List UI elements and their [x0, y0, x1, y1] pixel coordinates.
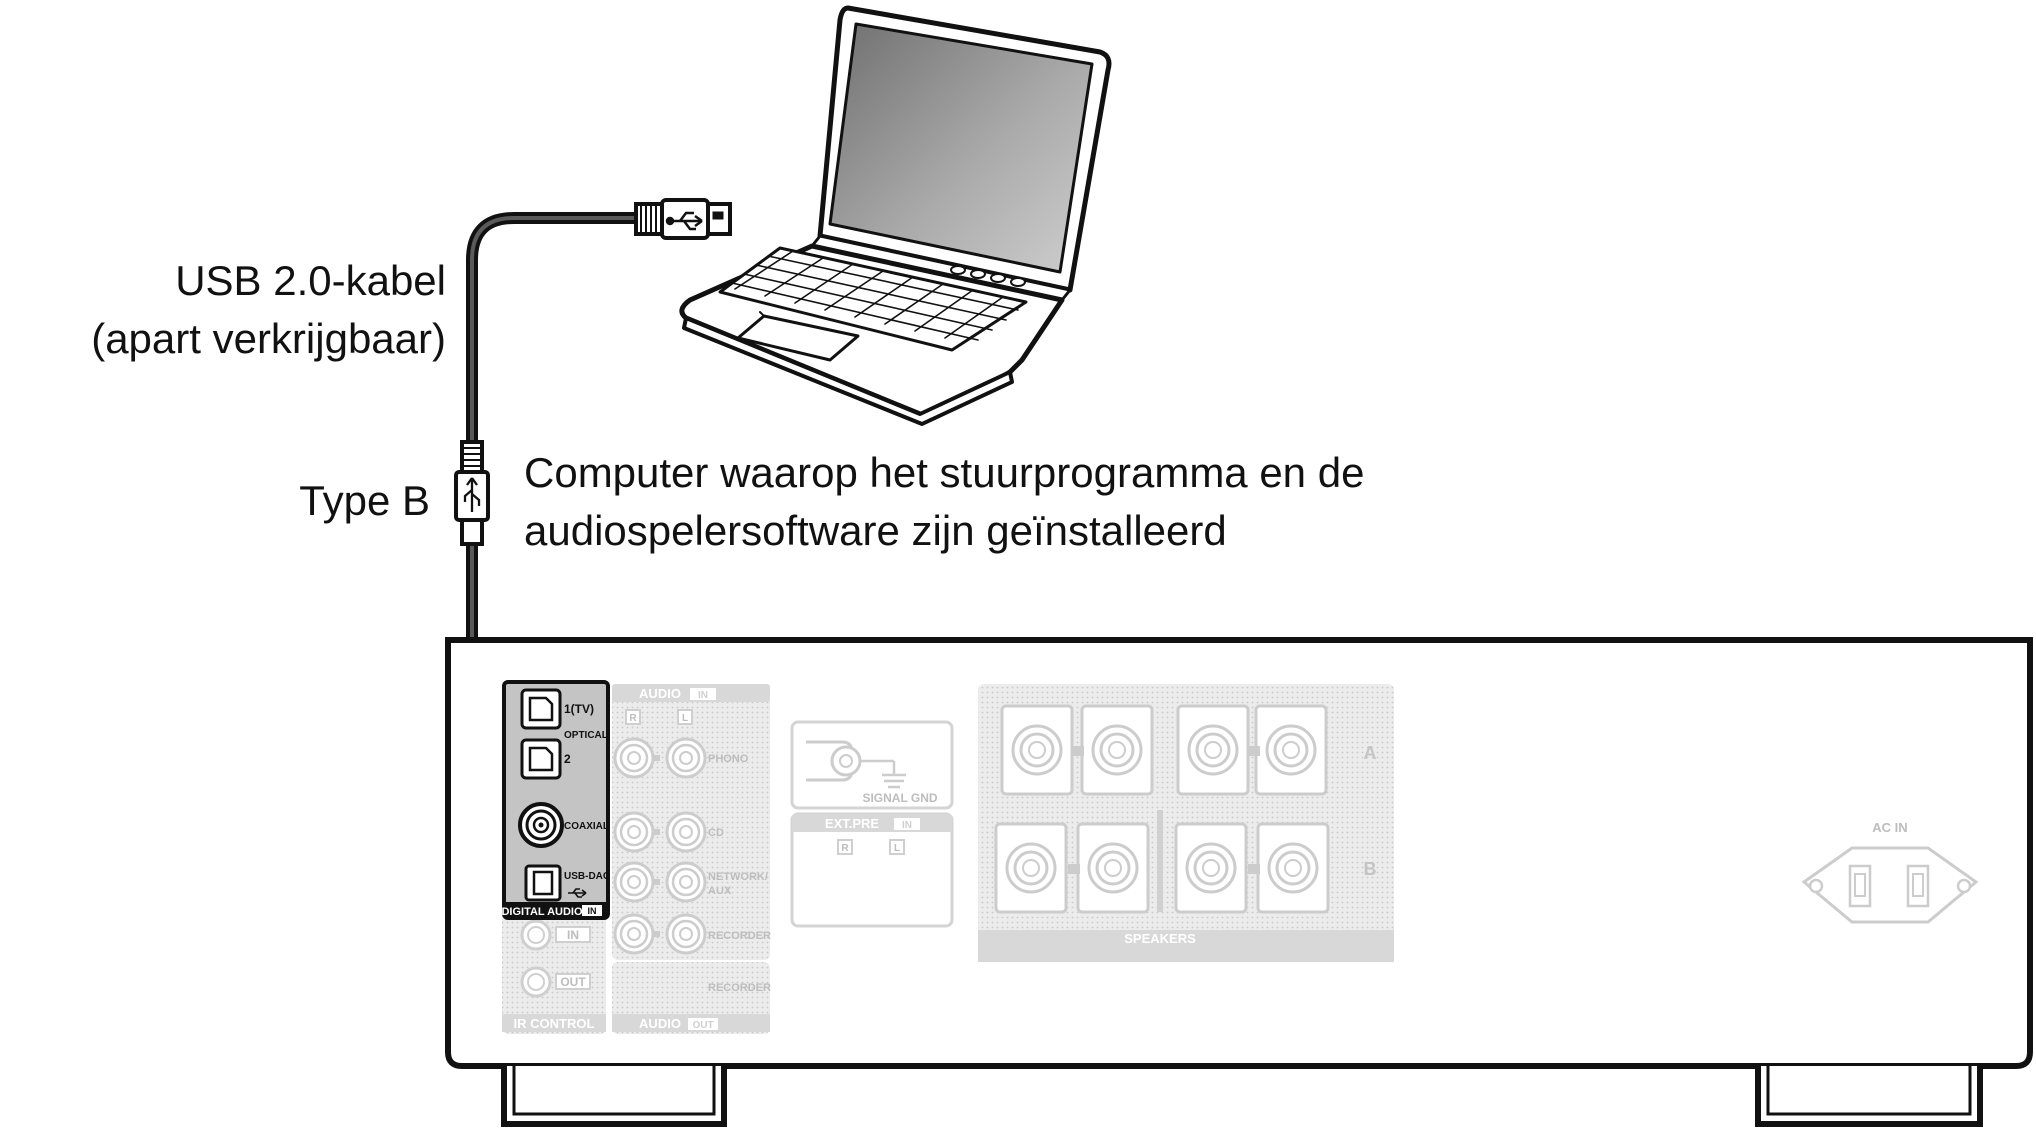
- usb-type-a-plug: [634, 198, 732, 240]
- computer-label: Computer waarop het stuurprogramma en de…: [524, 444, 1364, 560]
- ext-pre-l-label: L: [894, 843, 900, 854]
- optical-label: OPTICAL: [564, 730, 608, 741]
- laptop-computer: [679, 5, 1112, 426]
- speaker-bridge: [1248, 864, 1260, 874]
- speaker-bridge: [1072, 746, 1084, 756]
- rca-jack: [665, 811, 707, 853]
- speaker-bridge: [1068, 864, 1080, 874]
- audio-out-badge: OUT: [692, 1020, 713, 1031]
- rca-jack: [613, 913, 655, 955]
- ir-control-section: IN OUT IR CONTROL: [502, 916, 606, 1034]
- usb-cable-label-line2: (apart verkrijgbaar): [91, 315, 446, 362]
- ext-pre-in-badge: IN: [902, 820, 912, 831]
- ac-in-label: AC IN: [1872, 820, 1907, 835]
- optical-2-label: 2: [564, 752, 571, 766]
- speaker-bridge: [1248, 746, 1260, 756]
- usb-cable-label-line1: USB 2.0-kabel: [175, 257, 446, 304]
- speaker-terminal: [1174, 822, 1248, 914]
- audio-in-labels: PHONO CD NETWORK/ AUX RECORDER: [708, 753, 771, 942]
- audio-out-label: AUDIO: [639, 1016, 681, 1031]
- rca-jack: [665, 913, 707, 955]
- aux-label: AUX: [708, 885, 732, 897]
- computer-label-line1: Computer waarop het stuurprogramma en de: [524, 449, 1365, 496]
- rca-jack: [613, 737, 655, 779]
- ir-out-label: OUT: [560, 975, 586, 989]
- ir-control-label: IR CONTROL: [514, 1016, 595, 1031]
- speaker-terminal: [994, 822, 1068, 914]
- audio-r-label: R: [629, 713, 637, 724]
- usb-type-b-plug: [454, 440, 490, 546]
- phono-label: PHONO: [708, 753, 749, 765]
- audio-in-badge: IN: [698, 690, 708, 701]
- usb-dac-label: USB-DAC: [564, 871, 610, 882]
- rca-jack: [665, 861, 707, 903]
- usb-trident-icon: [568, 888, 587, 898]
- speaker-terminal: [1256, 822, 1330, 914]
- recorder-in-label: RECORDER: [708, 930, 771, 942]
- ir-in-label: IN: [567, 928, 579, 942]
- speaker-terminals: [994, 704, 1330, 914]
- audio-l-label: L: [682, 713, 688, 724]
- coaxial-label: COAXIAL: [564, 821, 609, 832]
- audio-in-label: AUDIO: [639, 686, 681, 701]
- speaker-terminal: [1176, 704, 1250, 796]
- usb-cable-label: USB 2.0-kabel (apart verkrijgbaar): [91, 252, 446, 368]
- ac-in-socket: AC IN: [1801, 820, 1979, 924]
- type-b-label: Type B: [299, 477, 430, 524]
- rca-jack: [613, 811, 655, 853]
- rca-jack: [613, 861, 655, 903]
- speaker-terminal: [1254, 704, 1328, 796]
- digital-audio-label: DIGITAL AUDIO: [501, 906, 583, 918]
- speaker-terminal: [1076, 822, 1150, 914]
- rca-jack: [665, 737, 707, 779]
- ext-pre-label: EXT.PRE: [825, 816, 880, 831]
- audio-out-section: RECORDER AUDIO OUT: [612, 962, 771, 1034]
- network-label: NETWORK/: [708, 871, 768, 883]
- ext-pre-section: EXT.PRE IN R L: [790, 812, 954, 928]
- optical-1-label: 1(TV): [564, 702, 594, 716]
- speaker-a-label: A: [1364, 743, 1377, 763]
- signal-gnd-section: SIGNAL GND: [790, 720, 954, 810]
- cd-label: CD: [708, 827, 724, 839]
- speakers-label: SPEAKERS: [1124, 931, 1196, 946]
- speaker-terminal: [1080, 704, 1154, 796]
- speaker-b-label: B: [1364, 859, 1377, 879]
- digital-audio-in-section: 1(TV) OPTICAL 2 COAXIAL USB-DAC DIGITAL …: [501, 680, 610, 920]
- usb-trident-icon: [665, 211, 703, 231]
- digital-audio-in-badge: IN: [588, 906, 597, 916]
- recorder-out-label: RECORDER: [708, 982, 771, 994]
- ext-pre-r-label: R: [841, 843, 849, 854]
- usb-trident-icon: [463, 477, 481, 512]
- signal-gnd-label: SIGNAL GND: [862, 791, 937, 805]
- computer-label-line2: audiospelersoftware zijn geïnstalleerd: [524, 507, 1227, 554]
- speaker-terminal: [1000, 704, 1074, 796]
